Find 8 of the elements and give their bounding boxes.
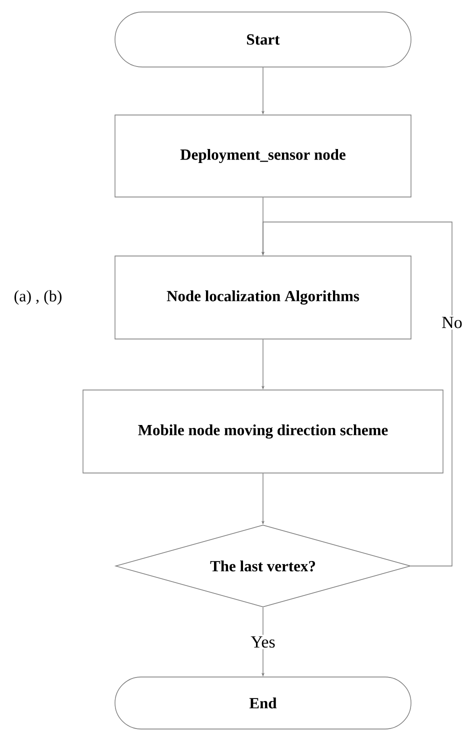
side-label: (a) , (b) [14,290,62,305]
edge-label: Yes [249,634,277,650]
terminal-box: Start [114,12,412,68]
process-box: Deployment_sensor node [114,114,412,198]
process-box: Node localization Algorithms [114,256,412,340]
edge-label: No [440,315,464,330]
terminal-box: End [114,676,412,730]
process-box: Mobile node moving direction scheme [82,390,444,474]
